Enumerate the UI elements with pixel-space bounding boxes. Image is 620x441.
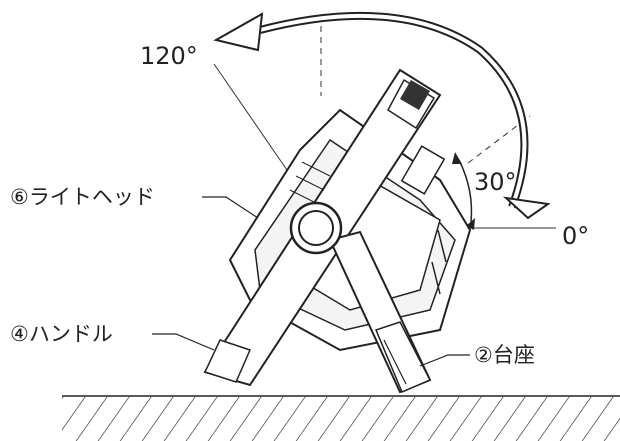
base-label: ②台座 bbox=[474, 343, 535, 367]
angle-30-label: 30° bbox=[474, 168, 517, 196]
base-stand bbox=[328, 230, 432, 394]
handle-label: ④ハンドル bbox=[10, 322, 113, 346]
angle-120-label: 120° bbox=[140, 42, 198, 70]
light-head-label: ⑥ライトヘッド bbox=[10, 185, 155, 209]
ground bbox=[62, 395, 620, 441]
pivot-knob bbox=[289, 201, 343, 255]
thirty-degree-arc bbox=[452, 152, 475, 230]
rotation-arrow bbox=[213, 9, 551, 220]
leader-lines bbox=[152, 196, 470, 367]
angle-0-label: 0° bbox=[562, 222, 589, 250]
reference-lines bbox=[213, 26, 556, 229]
